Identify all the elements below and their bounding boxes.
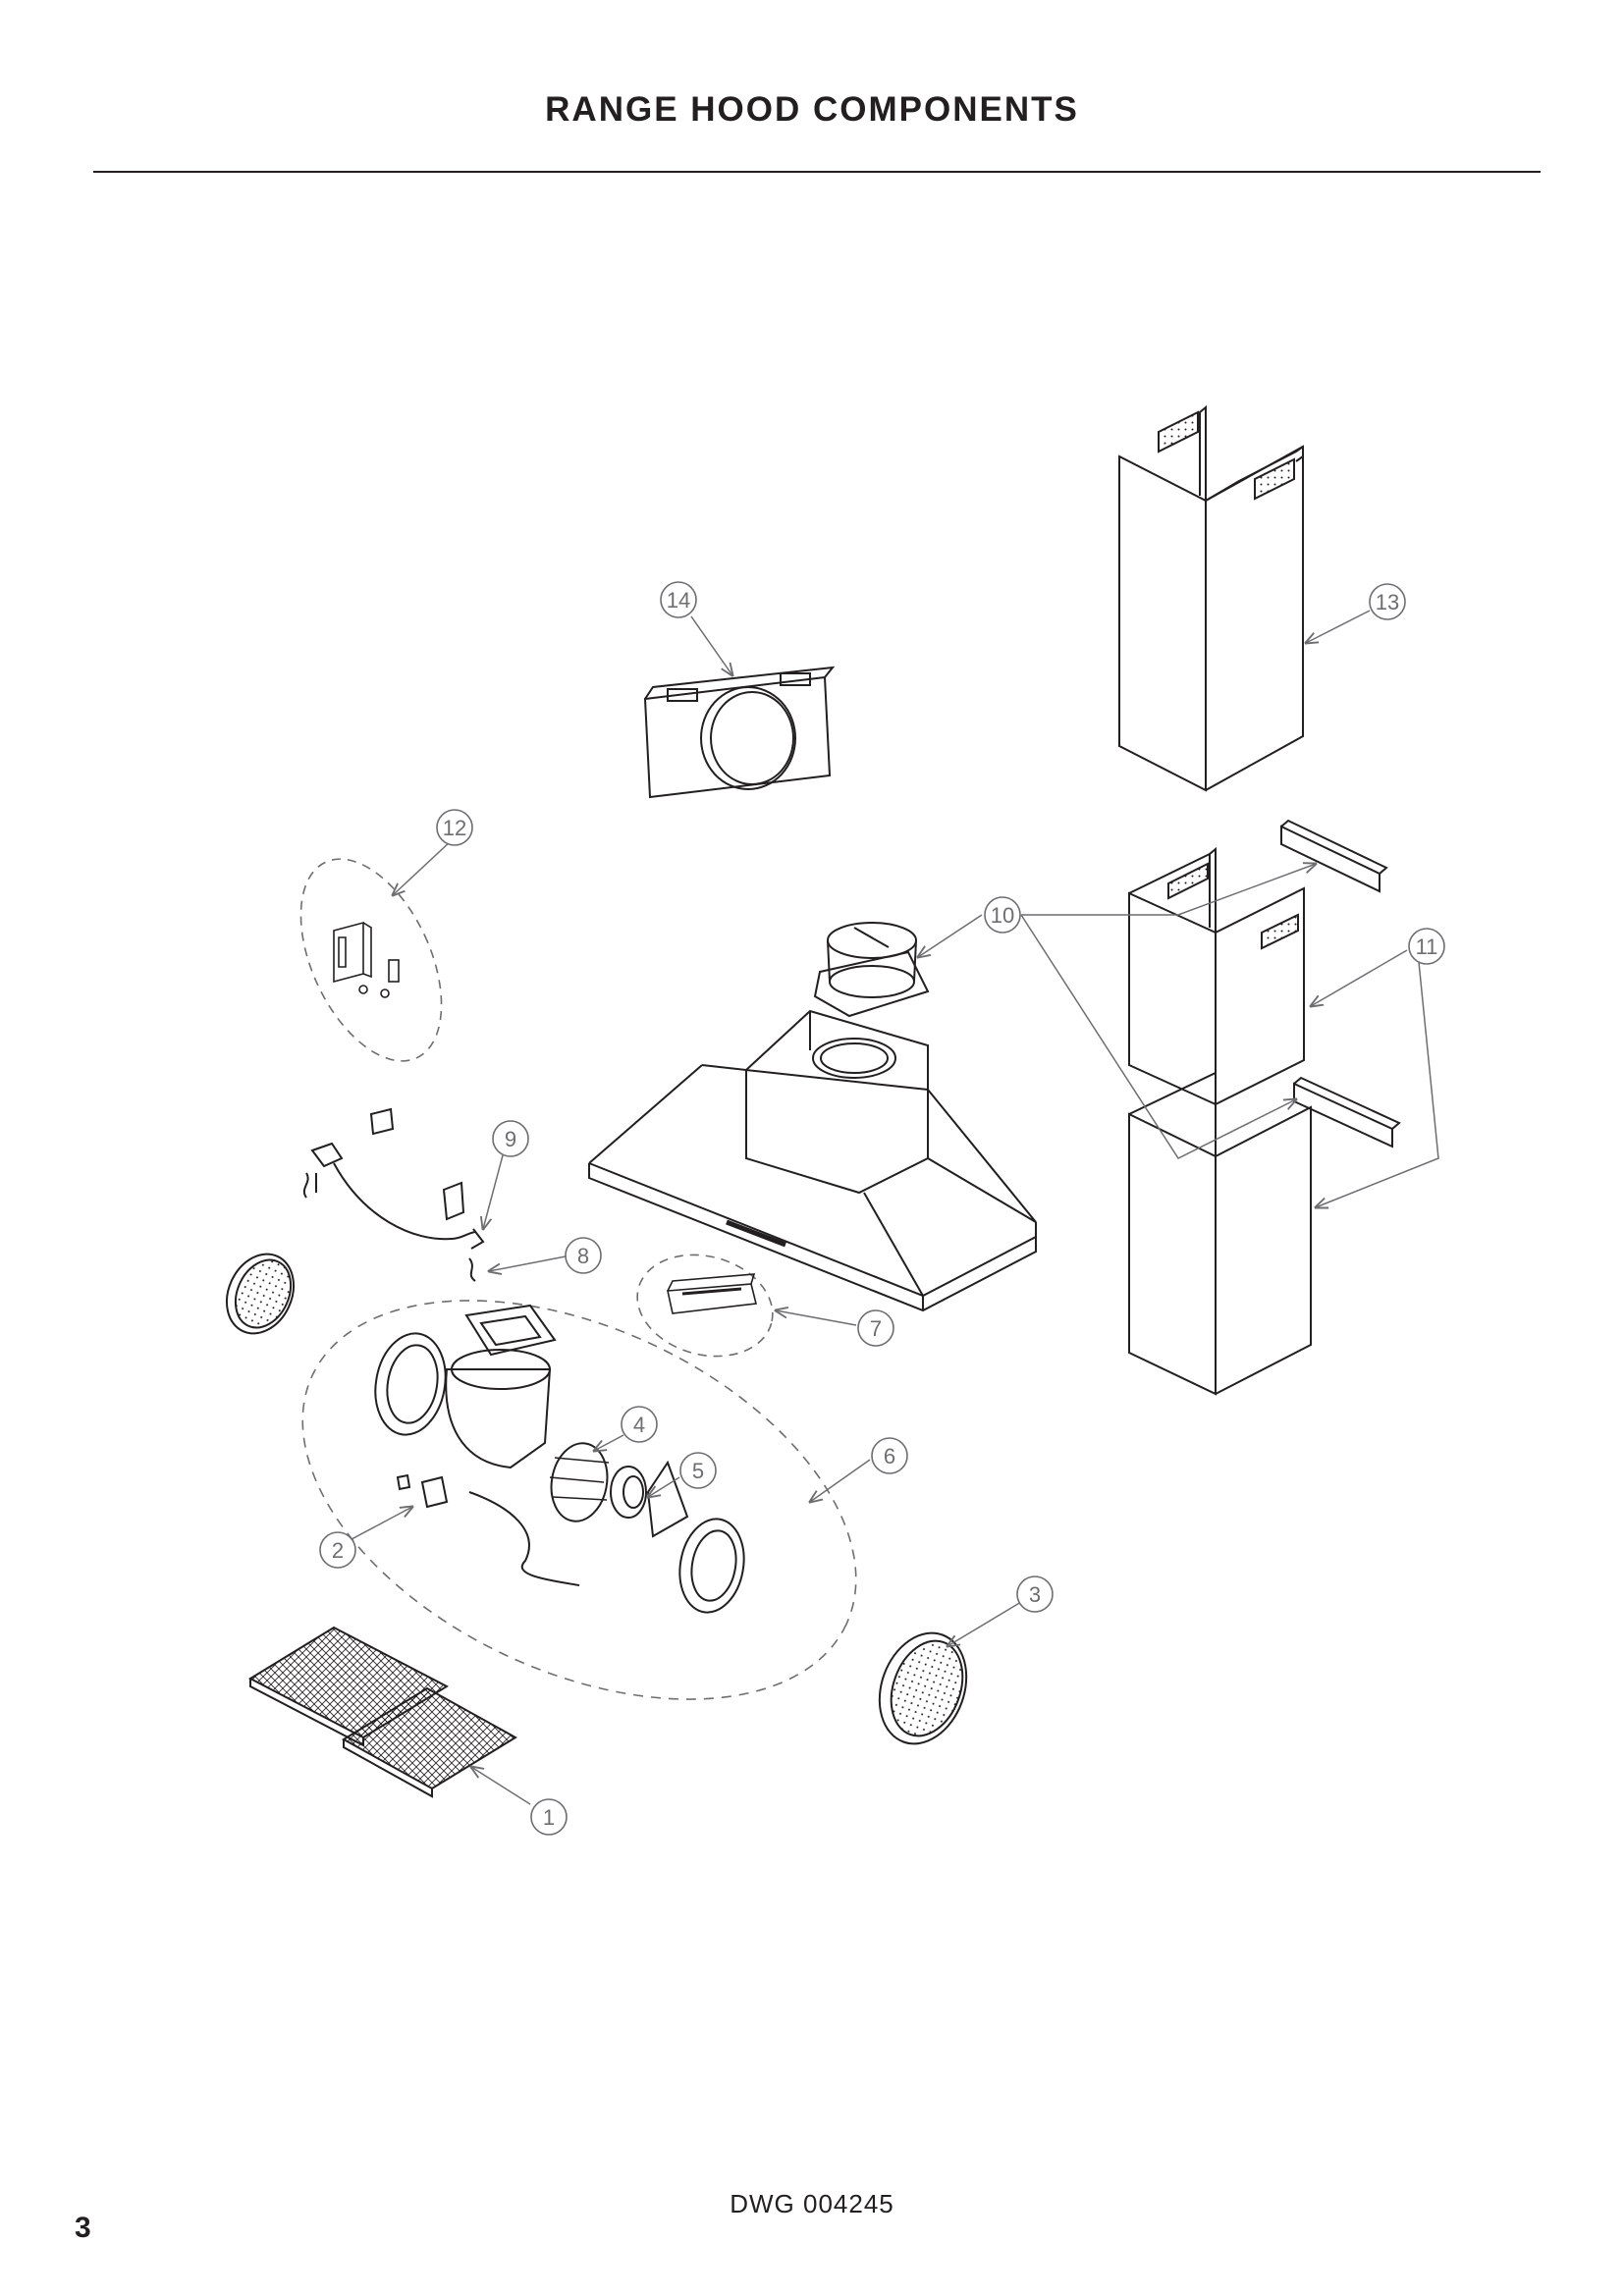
title-divider [93,171,1541,173]
callout-7: 7 [870,1316,882,1341]
callout-6: 6 [884,1444,895,1468]
upper-chimney-cover [1118,404,1304,792]
control-panel [636,1254,774,1358]
page-title: RANGE HOOD COMPONENTS [545,90,1079,129]
mounting-bracket [1280,819,1401,1148]
drawing-number: DWG 004245 [730,2189,894,2218]
callout-5: 5 [692,1459,704,1483]
callout-1: 1 [543,1805,555,1830]
control-switch-set [299,858,443,1062]
charcoal-filter-right [878,1631,968,1745]
charcoal-filter-left [225,1253,296,1335]
range-hood-canopy [588,1009,1037,1312]
lower-chimney-cover [1128,846,1312,1396]
duct-adaptor-box [643,666,836,799]
callout-circles [319,581,1445,1836]
light-wiring-harness [302,1107,485,1282]
blower-motor-assembly [301,1300,857,1700]
callout-9: 9 [505,1127,516,1151]
grease-filters [247,1626,517,1798]
callout-2: 2 [332,1538,344,1563]
callout-4: 4 [633,1413,645,1437]
page-number: 3 [75,2212,91,2244]
callout-3: 3 [1029,1582,1041,1607]
callout-11: 11 [1416,934,1438,959]
callout-8: 8 [577,1244,589,1268]
callout-10: 10 [991,903,1014,928]
callout-14: 14 [667,588,690,613]
callout-13: 13 [1376,590,1399,614]
callout-leaders [338,610,1439,1805]
callout-12: 12 [443,816,466,840]
damper-collar [813,922,930,1018]
callout-labels: 1 2 3 4 5 6 7 8 9 10 11 12 13 14 [332,588,1438,1830]
